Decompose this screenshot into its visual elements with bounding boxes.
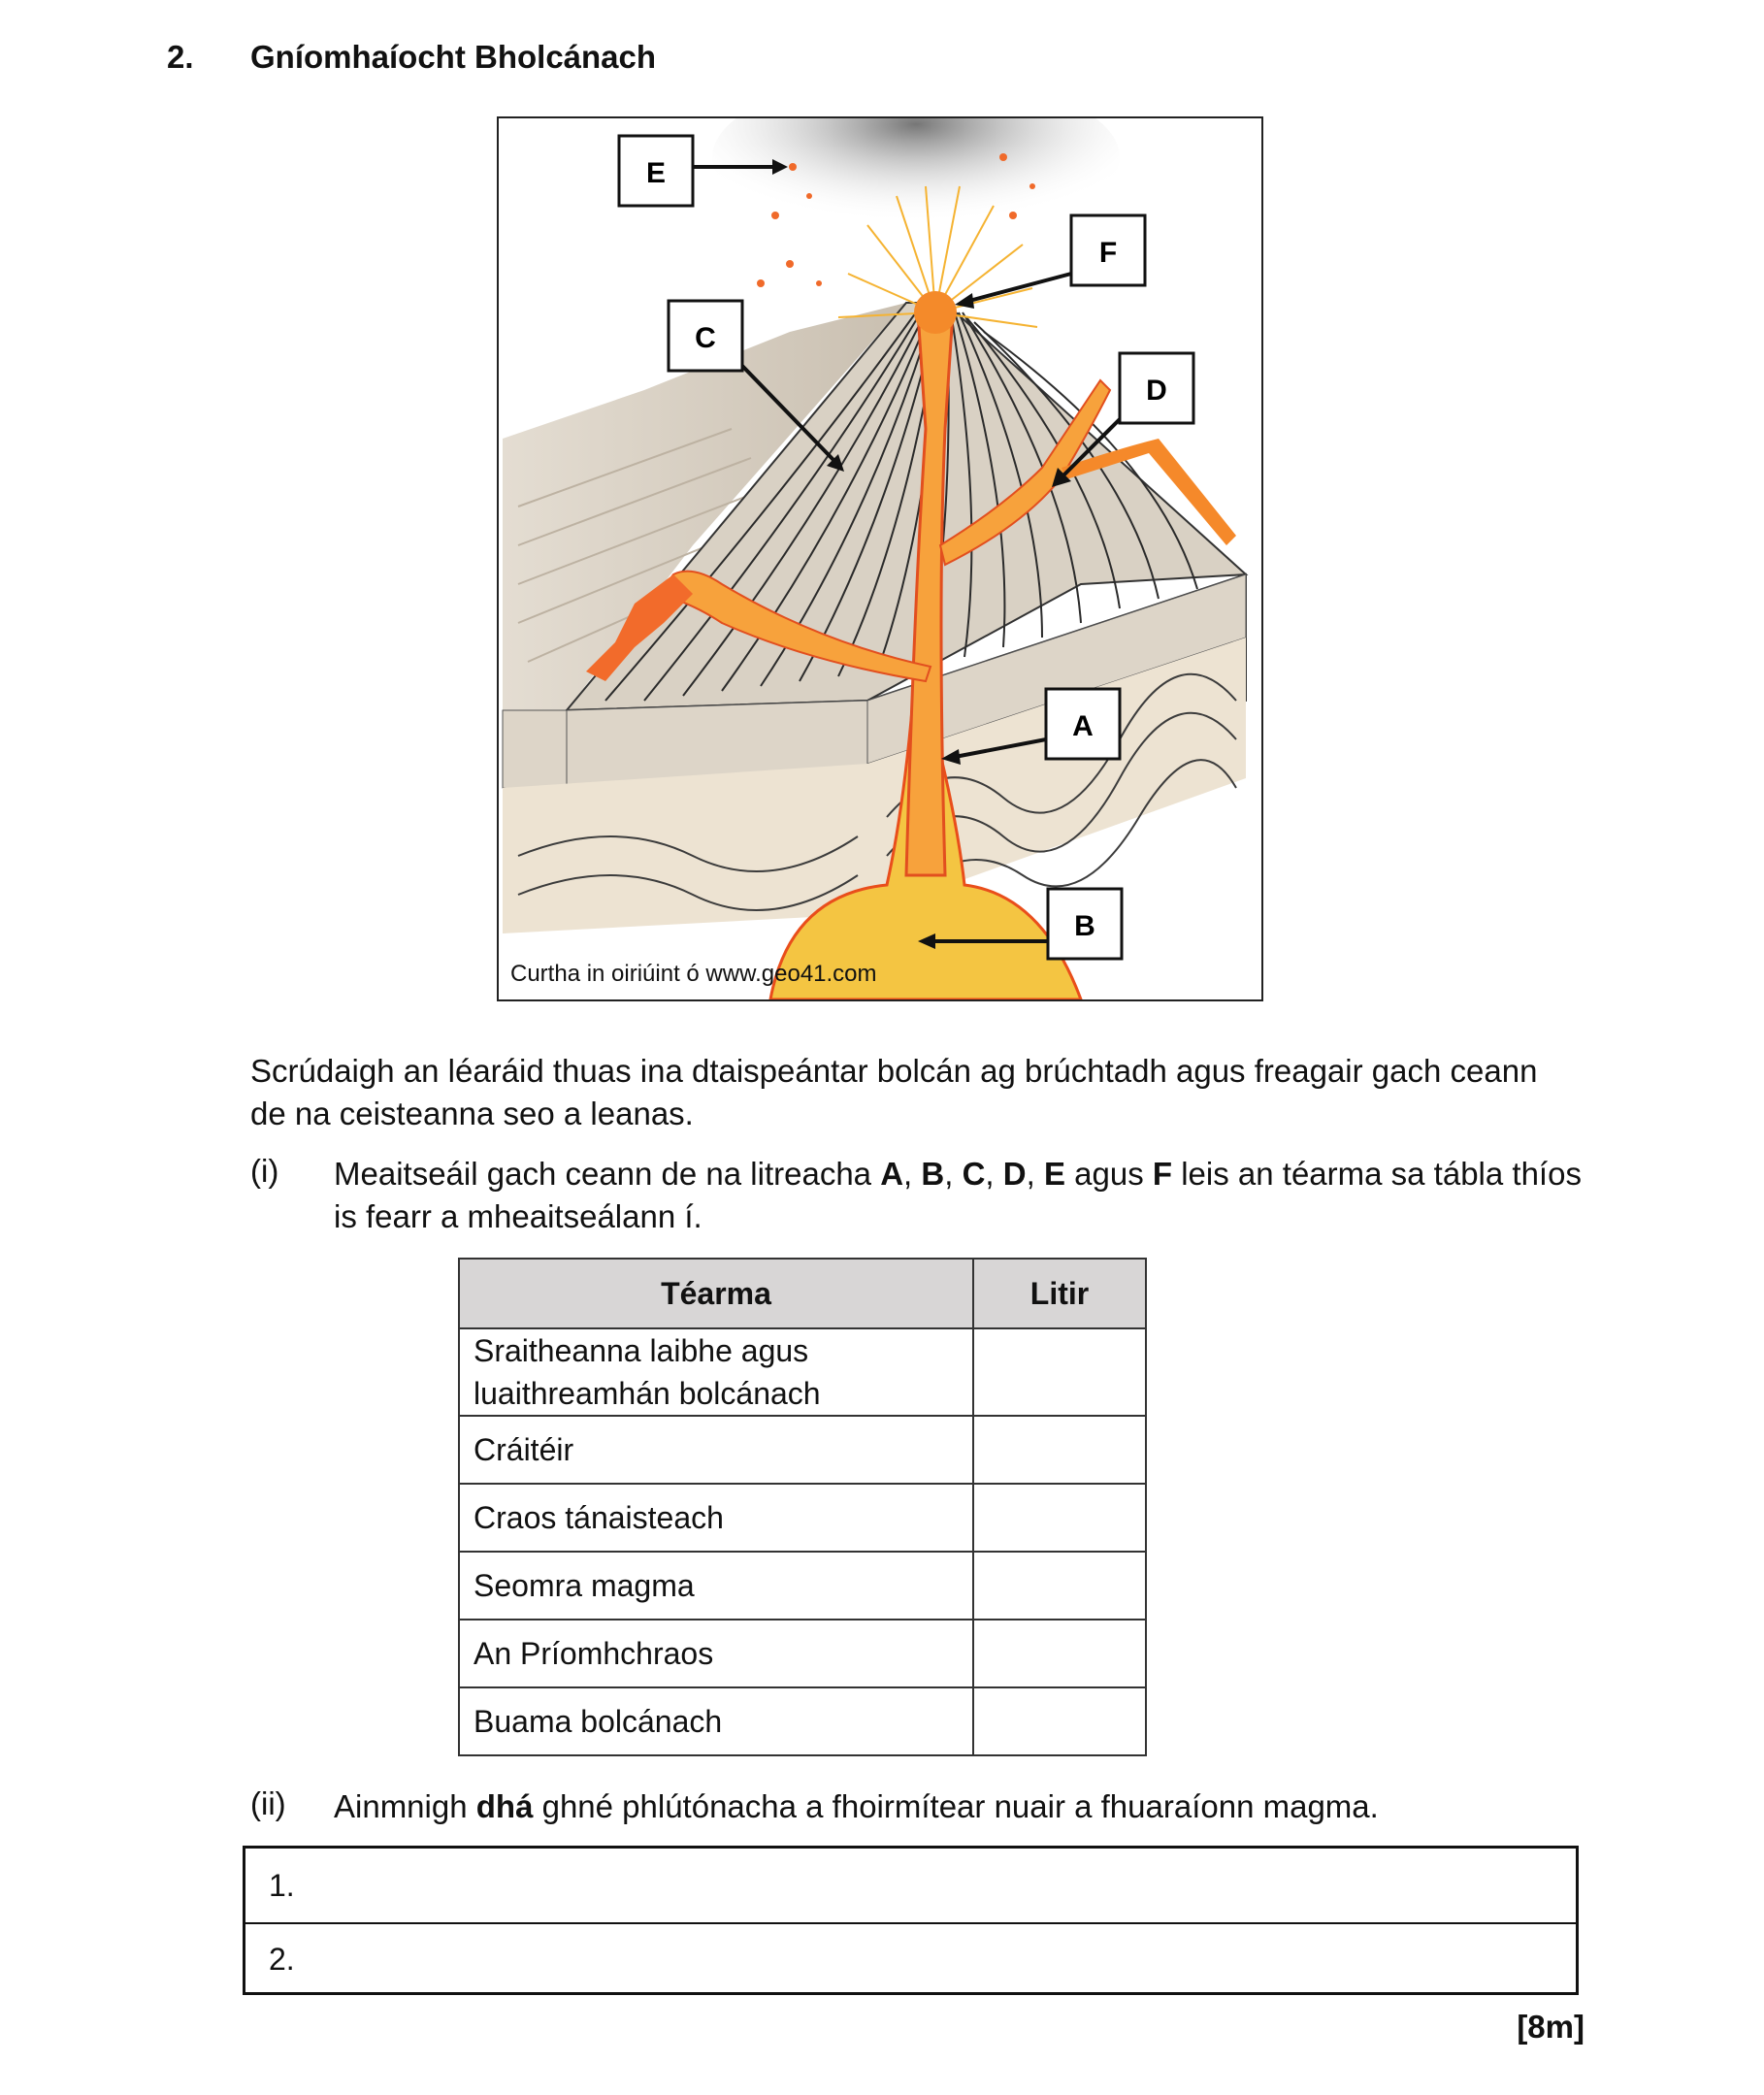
- table-header-row: Téarma Litir: [458, 1258, 1147, 1329]
- sep: agus: [1064, 1156, 1153, 1192]
- table-row: Seomra magma: [458, 1551, 1147, 1620]
- letter-b: B: [921, 1156, 945, 1192]
- svg-text:D: D: [1146, 375, 1167, 407]
- part-i-text-after: leis an téarma sa tábla thíos is fearr a…: [334, 1156, 1582, 1234]
- label-E: E: [617, 134, 788, 208]
- answer-line-2[interactable]: 2.: [245, 1922, 1576, 1996]
- svg-text:E: E: [646, 157, 666, 189]
- table-row: An Príomhchraos: [458, 1619, 1147, 1688]
- volcano-diagram: E F C D A B: [502, 118, 1249, 999]
- label-C: C: [667, 299, 844, 472]
- header-term: Téarma: [458, 1258, 974, 1329]
- letter-answer-cell[interactable]: [972, 1415, 1147, 1485]
- letter-c: C: [962, 1156, 986, 1192]
- letter-answer-cell[interactable]: [972, 1619, 1147, 1688]
- part-i-text: Meaitseáil gach ceann de na litreacha A,…: [334, 1153, 1595, 1238]
- part-ii-text: Ainmnigh dhá ghné phlútónacha a fhoirmít…: [334, 1785, 1595, 1828]
- table-row: Craos tánaisteach: [458, 1483, 1147, 1553]
- question-number: 2.: [167, 39, 194, 75]
- letter-d: D: [1002, 1156, 1027, 1192]
- label-D: D: [1052, 351, 1195, 487]
- sep: ,: [944, 1156, 963, 1192]
- intro-paragraph: Scrúdaigh an léaráid thuas ina dtaispeán…: [250, 1053, 1538, 1131]
- table-row: Sraitheanna laibhe agus luaithreamhán bo…: [458, 1327, 1147, 1417]
- term-cell: Craos tánaisteach: [458, 1483, 974, 1553]
- secondary-vent-right: [938, 378, 1112, 567]
- sep: ,: [985, 1156, 1003, 1192]
- term-cell: Cráitéir: [458, 1415, 974, 1485]
- matching-table: Téarma Litir Sraitheanna laibhe agus lua…: [458, 1258, 1147, 1756]
- folded-rock-lines: [517, 672, 1237, 911]
- volcano-figure: E F C D A B: [497, 116, 1263, 1001]
- svg-text:A: A: [1072, 710, 1094, 742]
- term-cell: An Príomhchraos: [458, 1619, 974, 1688]
- term-cell: Sraitheanna laibhe agus luaithreamhán bo…: [458, 1327, 974, 1417]
- ash-cloud: [712, 118, 1120, 240]
- header-letter: Litir: [972, 1258, 1147, 1329]
- answer-number: 1.: [269, 1868, 295, 1903]
- letter-answer-cell[interactable]: [972, 1483, 1147, 1553]
- svg-text:B: B: [1074, 910, 1095, 942]
- lava-flow-left: [586, 574, 693, 681]
- left-slope: [503, 303, 906, 710]
- part-ii-text-after: ghné phlútónacha a fhoirmítear nuair a f…: [533, 1788, 1379, 1824]
- letter-a: A: [880, 1156, 904, 1192]
- letter-answer-cell[interactable]: [972, 1327, 1147, 1417]
- main-vent: [904, 311, 955, 877]
- answer-box: 1. 2.: [243, 1846, 1579, 1995]
- term-cell: Seomra magma: [458, 1551, 974, 1620]
- term-cell: Buama bolcánach: [458, 1686, 974, 1756]
- folded-rock-right: [867, 638, 1246, 914]
- part-i-number: (i): [250, 1153, 279, 1189]
- part-ii-text-before: Ainmnigh: [334, 1788, 476, 1824]
- folded-rock-left: [503, 764, 867, 933]
- letter-answer-cell[interactable]: [972, 1686, 1147, 1756]
- label-B: B: [918, 887, 1124, 961]
- table-row: Buama bolcánach: [458, 1686, 1147, 1756]
- label-F: F: [955, 213, 1147, 309]
- crater-glow: [914, 291, 957, 334]
- figure-credit: Curtha in oiriúint ó www.geo41.com: [510, 961, 877, 987]
- answer-number: 2.: [269, 1942, 295, 1977]
- letter-e: E: [1043, 1156, 1065, 1192]
- lava-flow-right: [1062, 439, 1236, 545]
- answer-line-1[interactable]: 1.: [245, 1849, 1576, 1924]
- svg-text:C: C: [695, 322, 716, 354]
- part-ii-number: (ii): [250, 1785, 286, 1821]
- marks-label: [8m]: [1517, 2009, 1584, 2045]
- svg-text:F: F: [1099, 237, 1117, 269]
- part-ii-bold: dhá: [475, 1788, 534, 1824]
- letter-answer-cell[interactable]: [972, 1551, 1147, 1620]
- table-row: Cráitéir: [458, 1415, 1147, 1485]
- sep: ,: [903, 1156, 922, 1192]
- letter-f: F: [1152, 1156, 1173, 1192]
- part-i-text-before: Meaitseáil gach ceann de na litreacha: [334, 1156, 881, 1192]
- sep: ,: [1026, 1156, 1044, 1192]
- label-A: A: [941, 687, 1122, 765]
- question-title: Gníomhaíocht Bholcánach: [250, 39, 657, 75]
